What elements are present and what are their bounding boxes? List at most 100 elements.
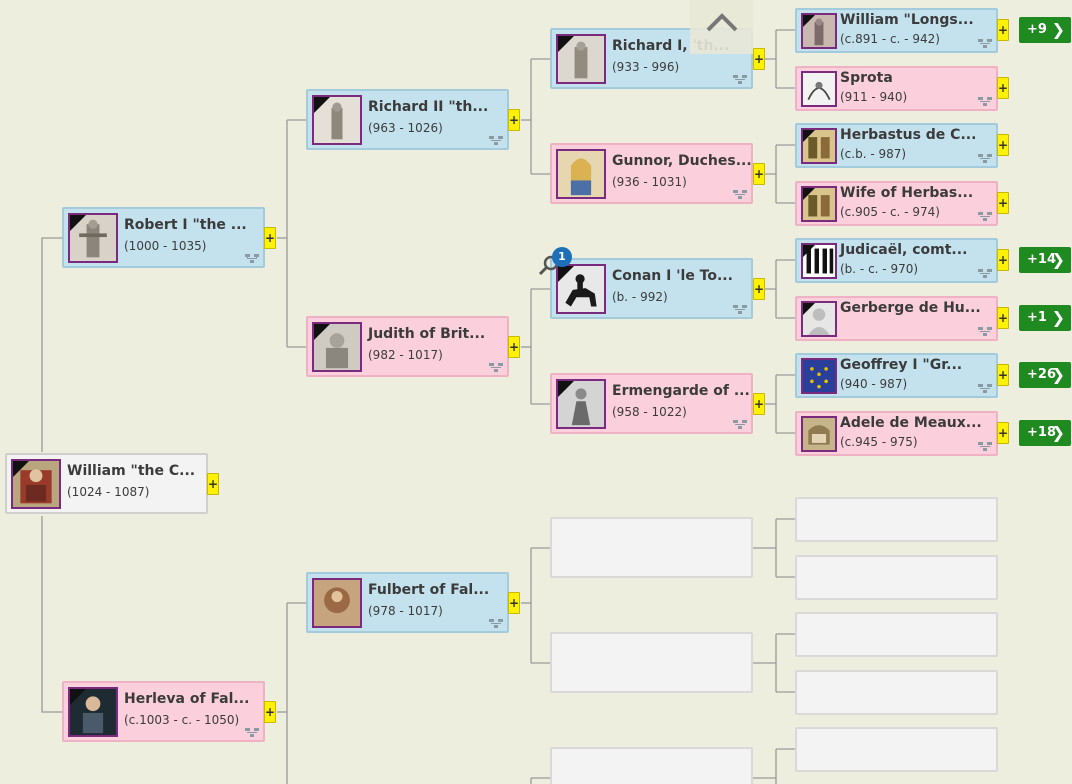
person-dates: (c.1003 - c. - 1050) <box>124 713 240 727</box>
person-name: Herbastus de C... <box>840 127 977 143</box>
empty-ancestor-slot[interactable] <box>795 612 998 657</box>
person-dates: (963 - 1026) <box>368 121 443 135</box>
person-card-fulbert[interactable]: Fulbert of Fal... (978 - 1017) <box>306 572 509 633</box>
family-tree-icon[interactable] <box>489 136 503 145</box>
more-ancestors-button[interactable]: +18 ❯ <box>1019 420 1071 446</box>
chevron-right-icon: ❯ <box>1051 423 1065 442</box>
family-tree-icon[interactable] <box>245 728 259 737</box>
more-ancestors-button[interactable]: +14 ❯ <box>1019 247 1071 273</box>
expand-ancestors-button[interactable]: + <box>997 249 1009 271</box>
portrait-photo <box>312 322 362 372</box>
person-card-judith[interactable]: Judith of Brit... (982 - 1017) <box>306 316 509 377</box>
more-ancestors-count: +26 <box>1027 367 1056 382</box>
expand-ancestors-button[interactable]: + <box>753 278 765 300</box>
portrait-photo <box>801 243 837 279</box>
person-name: Wife of Herbas... <box>840 185 974 201</box>
family-tree-icon[interactable] <box>733 305 747 314</box>
family-tree-icon[interactable] <box>733 75 747 84</box>
family-tree-icon[interactable] <box>245 254 259 263</box>
deceased-ribbon-icon <box>13 461 29 477</box>
expand-ancestors-button[interactable]: + <box>997 19 1009 41</box>
person-card-sprota[interactable]: Sprota (911 - 940) <box>795 66 998 111</box>
more-ancestors-button[interactable]: +9 ❯ <box>1019 17 1071 43</box>
expand-ancestors-button[interactable]: + <box>207 473 219 495</box>
person-card-ermengarde[interactable]: Ermengarde of ... (958 - 1022) <box>550 373 753 434</box>
person-card-william-the-conqueror[interactable]: William "the C... (1024 - 1087) <box>5 453 208 514</box>
person-card-geoffrey-i[interactable]: Geoffrey I "Gr... (940 - 987) <box>795 353 998 398</box>
person-card-adele[interactable]: Adele de Meaux... (c.945 - 975) <box>795 411 998 456</box>
expand-ancestors-button[interactable]: + <box>508 336 520 358</box>
person-name: Geoffrey I "Gr... <box>840 357 963 373</box>
portrait-photo <box>801 128 837 164</box>
empty-ancestor-slot[interactable] <box>550 747 753 784</box>
more-ancestors-button[interactable]: +1 ❯ <box>1019 305 1071 331</box>
deceased-ribbon-icon <box>803 188 815 200</box>
family-tree-icon[interactable] <box>978 97 992 106</box>
person-card-herleva[interactable]: Herleva of Fal... (c.1003 - c. - 1050) <box>62 681 265 742</box>
person-card-conan-i[interactable]: Conan I 'le To... (b. - 992) <box>550 258 753 319</box>
portrait-photo <box>68 687 118 737</box>
expand-ancestors-button[interactable]: + <box>508 592 520 614</box>
person-dates: (982 - 1017) <box>368 348 443 362</box>
deceased-ribbon-icon <box>314 324 330 340</box>
person-card-robert-i[interactable]: Robert I "the ... (1000 - 1035) <box>62 207 265 268</box>
person-dates: (b. - 992) <box>612 290 668 304</box>
person-dates: (933 - 996) <box>612 60 680 74</box>
deceased-ribbon-icon <box>803 245 815 257</box>
family-tree-icon[interactable] <box>733 190 747 199</box>
empty-ancestor-slot[interactable] <box>550 632 753 693</box>
portrait-photo <box>801 358 837 394</box>
family-tree-icon[interactable] <box>978 327 992 336</box>
chevron-up-icon <box>706 13 738 32</box>
person-name: William "Longs... <box>840 12 974 28</box>
person-card-gunnor[interactable]: Gunnor, Duches... (936 - 1031) <box>550 143 753 204</box>
expand-ancestors-button[interactable]: + <box>997 192 1009 214</box>
person-card-richard-ii[interactable]: Richard II "th... (963 - 1026) <box>306 89 509 150</box>
family-tree-icon[interactable] <box>489 619 503 628</box>
person-card-herbastus[interactable]: Herbastus de C... (c.b. - 987) <box>795 123 998 168</box>
expand-ancestors-button[interactable]: + <box>264 227 276 249</box>
person-name: William "the C... <box>67 463 196 479</box>
empty-ancestor-slot[interactable] <box>795 727 998 772</box>
expand-ancestors-button[interactable]: + <box>997 422 1009 444</box>
empty-ancestor-slot[interactable] <box>795 497 998 542</box>
family-tree-icon[interactable] <box>978 39 992 48</box>
expand-ancestors-button[interactable]: + <box>997 77 1009 99</box>
expand-ancestors-button[interactable]: + <box>508 109 520 131</box>
empty-ancestor-slot[interactable] <box>550 517 753 578</box>
expand-ancestors-button[interactable]: + <box>997 307 1009 329</box>
person-card-william-longsword[interactable]: William "Longs... (c.891 - c. - 942) <box>795 8 998 53</box>
expand-ancestors-button[interactable]: + <box>753 163 765 185</box>
search-result-badge: 1 <box>552 247 572 267</box>
portrait-photo <box>801 13 837 49</box>
family-tree-icon[interactable] <box>978 212 992 221</box>
family-tree-icon[interactable] <box>489 363 503 372</box>
person-card-judicael[interactable]: Judicaël, comt... (b. - c. - 970) <box>795 238 998 283</box>
expand-ancestors-button[interactable]: + <box>753 393 765 415</box>
empty-ancestor-slot[interactable] <box>795 670 998 715</box>
portrait-photo <box>801 186 837 222</box>
deceased-ribbon-icon <box>70 215 86 231</box>
expand-ancestors-button[interactable]: + <box>997 364 1009 386</box>
expand-ancestors-button[interactable]: + <box>997 134 1009 156</box>
expand-ancestors-button[interactable]: + <box>753 48 765 70</box>
portrait-photo <box>312 578 362 628</box>
deceased-ribbon-icon <box>558 36 574 52</box>
empty-ancestor-slot[interactable] <box>795 555 998 600</box>
person-card-gerberge[interactable]: Gerberge de Hu... <box>795 296 998 341</box>
family-tree-icon[interactable] <box>978 442 992 451</box>
person-name: Judicaël, comt... <box>840 242 968 258</box>
family-tree-icon[interactable] <box>978 269 992 278</box>
family-tree-icon[interactable] <box>733 420 747 429</box>
expand-ancestors-button[interactable]: + <box>264 701 276 723</box>
person-dates: (c.945 - 975) <box>840 435 918 449</box>
person-dates: (911 - 940) <box>840 90 908 104</box>
person-card-wife-of-herbastus[interactable]: Wife of Herbas... (c.905 - c. - 974) <box>795 181 998 226</box>
portrait-photo <box>68 213 118 263</box>
scroll-up-button[interactable] <box>690 0 753 54</box>
more-ancestors-button[interactable]: +26 ❯ <box>1019 362 1071 388</box>
family-tree-icon[interactable] <box>978 154 992 163</box>
family-tree-icon[interactable] <box>978 384 992 393</box>
chevron-right-icon: ❯ <box>1051 250 1065 269</box>
